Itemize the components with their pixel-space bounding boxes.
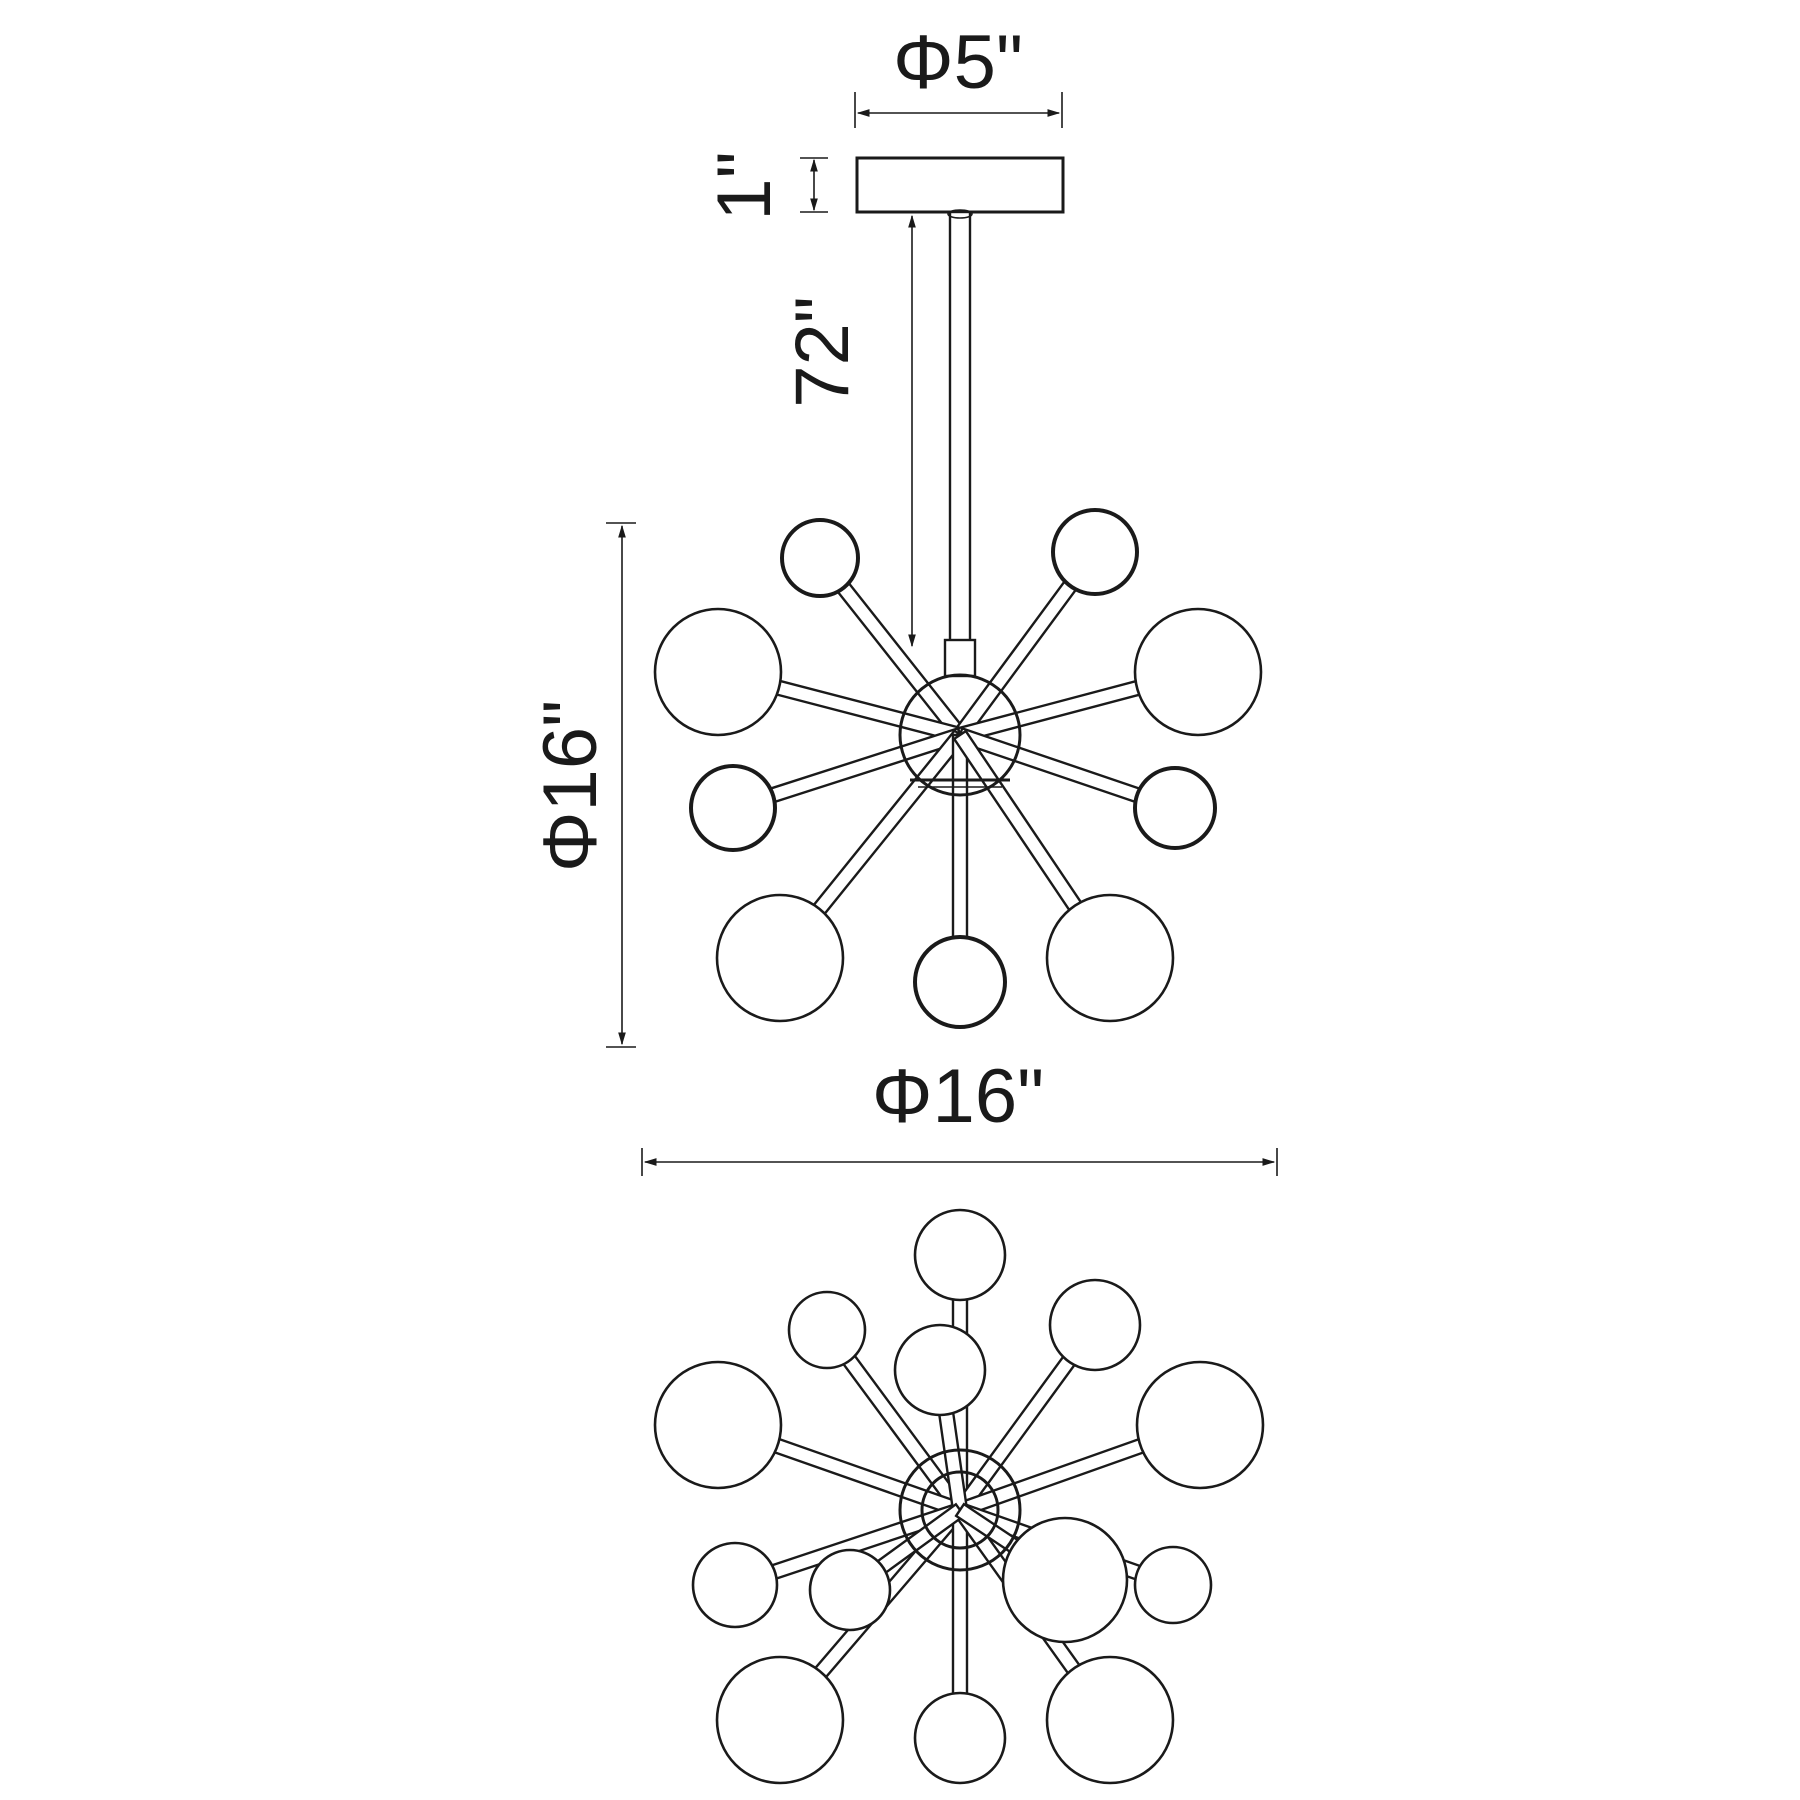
plan-view	[653, 1208, 1265, 1785]
globe	[1133, 766, 1217, 850]
globe	[787, 1290, 867, 1370]
fixture-height-dimension: Φ16"	[528, 522, 636, 1048]
hub-cap	[920, 1470, 1000, 1550]
globe	[653, 607, 783, 737]
globe	[1051, 508, 1139, 596]
globe	[913, 1691, 1007, 1785]
canopy-diameter-dimension: Φ5"	[854, 20, 1063, 128]
canopy	[855, 156, 1065, 214]
canopy-diameter-label: Φ5"	[893, 20, 1023, 105]
globe	[913, 1208, 1007, 1302]
globe	[893, 1323, 987, 1417]
fixture-diameter-dimension: Φ16"	[641, 1054, 1278, 1176]
globe	[1045, 893, 1175, 1023]
fixture-diameter-label: Φ16"	[872, 1054, 1044, 1139]
fixture-height-label: Φ16"	[528, 700, 613, 872]
globe	[715, 1655, 845, 1785]
globe	[691, 1541, 779, 1629]
globe	[1048, 1278, 1142, 1372]
globe	[1135, 1360, 1265, 1490]
rod-length-dimension: 72"	[780, 214, 916, 648]
canopy-height-label: 1"	[702, 151, 787, 220]
canopy-height-dimension: 1"	[702, 151, 828, 221]
globe	[1045, 1655, 1175, 1785]
downrod	[943, 209, 977, 678]
globe	[653, 1360, 783, 1490]
hub	[898, 1448, 1022, 1572]
globe	[1133, 607, 1263, 737]
globe	[808, 1548, 892, 1632]
globe	[913, 935, 1007, 1029]
globe	[1001, 1516, 1129, 1644]
globe	[1133, 1545, 1213, 1625]
globe	[715, 893, 845, 1023]
globe	[780, 518, 860, 598]
side-elevation-view	[653, 508, 1263, 1029]
rod-length-label: 72"	[780, 296, 865, 408]
globe	[689, 764, 777, 852]
hub	[898, 673, 1022, 797]
